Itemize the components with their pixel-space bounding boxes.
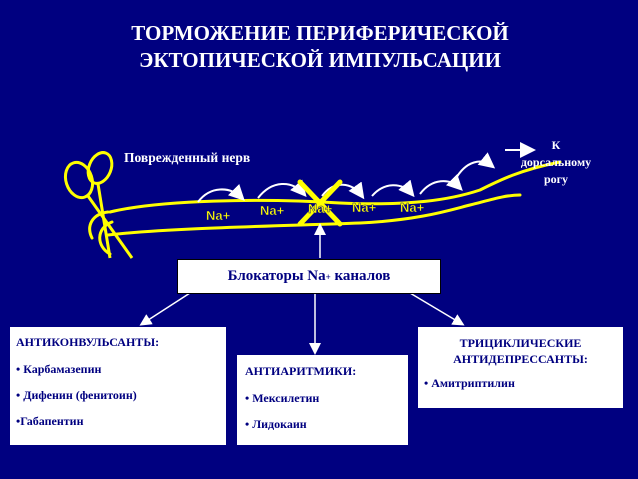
destination-line-3: рогу <box>543 172 569 186</box>
impulse-arrow-5 <box>419 173 463 195</box>
anticonvulsants-box: АНТИКОНВУЛЬСАНТЫ: • Карбамазепин • Дифен… <box>10 327 226 445</box>
impulse-arrow-1 <box>197 183 245 203</box>
list-item: •Габапентин <box>16 414 84 428</box>
connector-to-anticonvulsants <box>139 292 191 326</box>
block-x-icon <box>297 179 343 227</box>
blocker-sup: + <box>325 271 331 282</box>
title-line-1: ТОРМОЖЕНИЕ ПЕРИФЕРИЧЕСКОЙ <box>131 21 509 45</box>
nerve-label: Поврежденный нерв <box>124 150 251 165</box>
blocker-text-2: каналов <box>330 268 391 284</box>
slide-title: ТОРМОЖЕНИЕ ПЕРИФЕРИЧЕСКОЙ ЭКТОПИЧЕСКОЙ И… <box>60 20 580 74</box>
antiarrhythmics-box: АНТИАРИТМИКИ: • Мексилетин • Лидокаин <box>237 355 408 445</box>
ion-label-5: Na+ <box>400 200 425 215</box>
antiarrhythmics-heading: АНТИАРИТМИКИ: <box>245 364 357 378</box>
nerve-fibers <box>88 160 562 256</box>
ion-label-3: Na+ <box>308 201 333 216</box>
blocker-text: Блокаторы Na <box>227 268 326 284</box>
list-item: • Дифенин (фенитоин) <box>16 388 137 402</box>
impulse-arrows <box>197 142 536 203</box>
list-item: • Лидокаин <box>245 417 307 431</box>
nerve-fiber-lower <box>106 193 522 237</box>
nerve-fiber-upper <box>108 160 562 214</box>
ion-label-1: Na+ <box>206 208 231 223</box>
list-item: • Мексилетин <box>245 391 320 405</box>
impulse-arrow-2 <box>257 179 307 199</box>
connectors <box>139 223 465 355</box>
destination-label: К дорсальному рогу <box>496 137 616 188</box>
na-channel-blockers-box: Блокаторы Na+ каналов <box>177 259 441 294</box>
destination-line-1: К <box>551 138 561 152</box>
antidepressants-box: ТРИЦИКЛИЧЕСКИЕ АНТИДЕПРЕССАНТЫ: • Амитри… <box>418 327 623 408</box>
connector-to-antidepressants <box>409 292 465 326</box>
scissors-icon <box>63 151 134 259</box>
antidepressants-heading-line-2: АНТИДЕПРЕССАНТЫ: <box>453 352 588 366</box>
impulse-arrow-6 <box>454 152 496 181</box>
ion-label-2: Na+ <box>260 203 285 218</box>
anticonvulsants-heading: АНТИКОНВУЛЬСАНТЫ: <box>16 335 160 349</box>
title-line-2: ЭКТОПИЧЕСКОЙ ИМПУЛЬСАЦИИ <box>139 48 501 72</box>
list-item: • Карбамазепин <box>16 362 102 376</box>
ion-label-4: Na+ <box>352 200 377 215</box>
nerve-stub-1 <box>88 210 110 240</box>
list-item: • Амитриптилин <box>424 376 515 390</box>
impulse-arrow-3 <box>321 181 365 200</box>
antidepressants-heading: ТРИЦИКЛИЧЕСКИЕ АНТИДЕПРЕССАНТЫ: <box>424 335 617 367</box>
impulse-arrow-4 <box>371 179 415 198</box>
antidepressants-heading-line-1: ТРИЦИКЛИЧЕСКИЕ <box>459 336 582 350</box>
destination-line-2: дорсальному <box>520 155 592 169</box>
